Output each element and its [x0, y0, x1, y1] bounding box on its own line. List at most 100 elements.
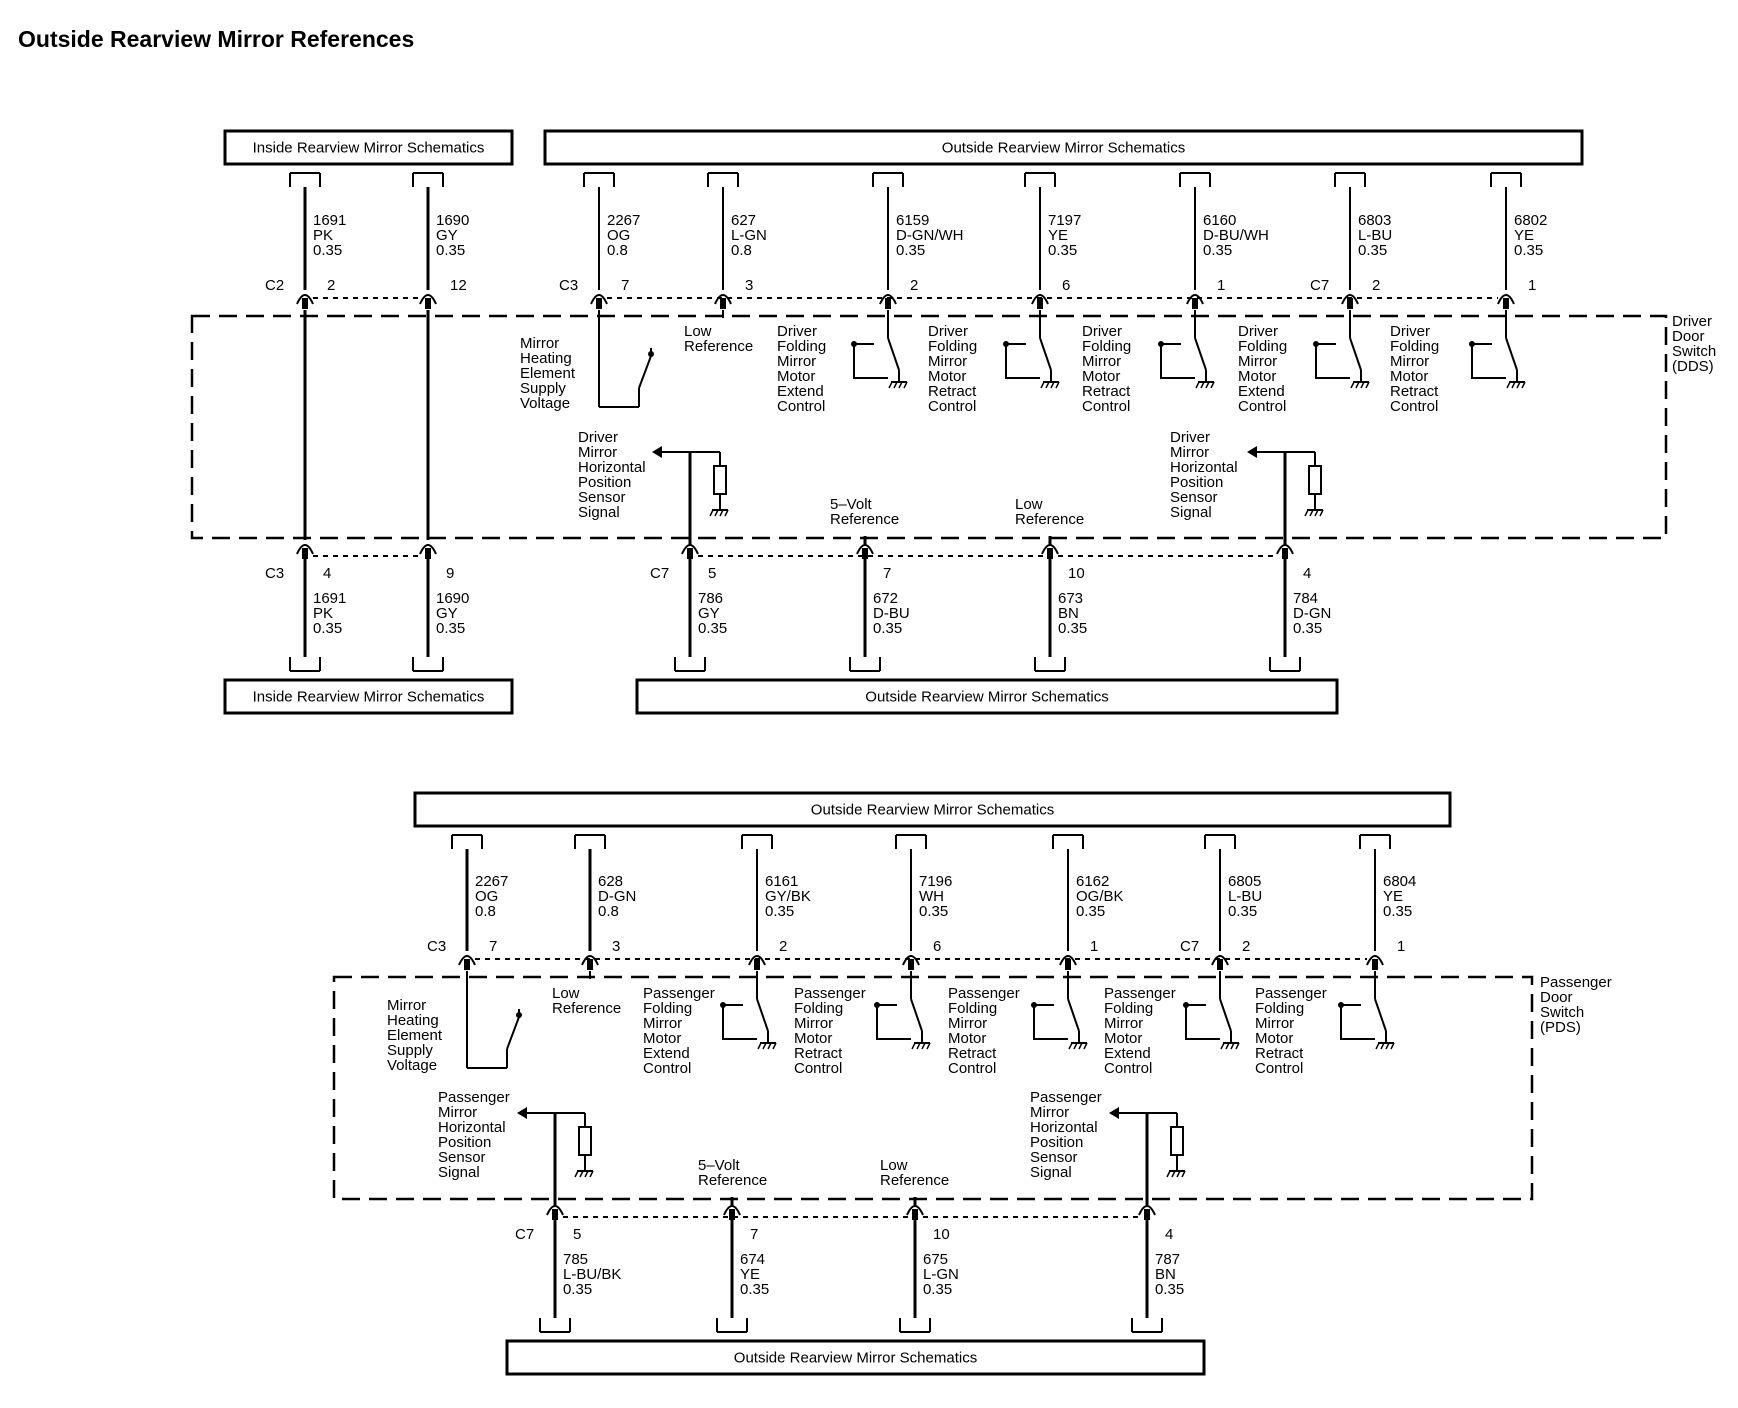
- pds-sensor-right-label-line-1: Mirror: [1030, 1104, 1069, 1121]
- dds-fold-switch-2-ground-h3: [1205, 381, 1210, 389]
- dds-top-wire-label-2-circuit: 2267: [607, 212, 640, 229]
- pds-sensor-left-resistor: [578, 1126, 592, 1156]
- dds-fold-switch-1-ground-h2: [1045, 381, 1050, 389]
- pds-sensor-right-arrow: [1109, 1107, 1119, 1119]
- dds-fold-switch-2-label-line-4: Retract: [1082, 383, 1131, 400]
- dds-top-wire-label-3-color: L-GN: [731, 227, 767, 244]
- pds-fold-switch-4-label-line-0: Passenger: [1255, 985, 1327, 1002]
- dds-bot-connector-1-pin: [425, 548, 431, 559]
- pds-top-wire-label-5-size: 0.35: [1228, 903, 1257, 920]
- pds-bot-wire-label-2-circuit: 675: [923, 1251, 948, 1268]
- pds-top-wire-label-2-color: GY/BK: [765, 888, 811, 905]
- dds-top-wire-label-4-color: D-GN/WH: [896, 227, 964, 244]
- pds-fold-switch-3-label-line-0: Passenger: [1104, 985, 1176, 1002]
- dds-bot-wire-label-0-circuit: 1691: [313, 590, 346, 607]
- dds-sensor-right-ground-h3: [1314, 509, 1319, 517]
- pds-fold-switch-2-label-line-1: Folding: [948, 1000, 997, 1017]
- pds-sensor-left-ground-h3: [584, 1170, 589, 1178]
- pds-top-connector-6-cap: [1366, 955, 1384, 966]
- pds-top-wire-label-2-circuit: 6161: [765, 873, 798, 890]
- pds-top-wire-label-4-size: 0.35: [1076, 903, 1105, 920]
- dds-low-ref-bot-line-1: Reference: [1015, 511, 1084, 528]
- dds-top-connector-4-pin: [885, 298, 891, 309]
- pds-top-conn-0: C3: [427, 938, 446, 955]
- dds-top-wire-label-8-circuit: 6802: [1514, 212, 1547, 229]
- pds-top-wire-label-3-color: WH: [919, 888, 944, 905]
- dds-mirror-heater-blade: [638, 355, 652, 389]
- dds-fold-switch-4-link: [1471, 344, 1506, 379]
- irm-schematics-top-box-label: Inside Rearview Mirror Schematics: [253, 140, 485, 157]
- pds-top-connector-5-cap: [1211, 955, 1229, 966]
- dds-sensor-left-label-line-5: Signal: [578, 504, 620, 521]
- pds-sensor-right-label-line-4: Sensor: [1030, 1149, 1078, 1166]
- pds-sensor-right-resistor: [1170, 1126, 1184, 1156]
- dds-fold-switch-0-ground-h4: [903, 381, 908, 389]
- pds-bot-wire-label-0-circuit: 785: [563, 1251, 588, 1268]
- pds-low-ref-top-line-0: Low: [552, 985, 580, 1002]
- pds-top-pin-4: 1: [1090, 938, 1098, 955]
- dds-fold-switch-2-ground-h2: [1200, 381, 1205, 389]
- dds-bot-connector-0-pin: [302, 548, 308, 559]
- pds-fold-switch-1-ground-h4: [926, 1042, 931, 1050]
- dds-top-wire-label-5-size: 0.35: [1048, 242, 1077, 259]
- page-title: Outside Rearview Mirror References: [18, 26, 415, 52]
- dds-fold-switch-2-blade: [1194, 337, 1207, 371]
- pds-mirror-heater-line-0: Mirror: [387, 997, 426, 1014]
- dds-bot-conn-2: C7: [650, 565, 669, 582]
- orm-schematics-top-box: [543, 129, 1584, 166]
- pds-fold-switch-4-ground-h3: [1385, 1042, 1390, 1050]
- dds-top-wire-label-1-color: GY: [436, 227, 458, 244]
- dds-sensor-left-label-line-1: Mirror: [578, 444, 617, 461]
- dds-sensor-left-ground-h4: [724, 509, 729, 517]
- pds-fold-switch-0-ground-h1: [757, 1042, 762, 1050]
- dds-fold-switch-3-label-line-5: Control: [1238, 398, 1286, 415]
- pds-5v-ref-line-0: 5–Volt: [698, 1157, 741, 1174]
- dds-sensor-right-ground-h4: [1319, 509, 1324, 517]
- pds-top-wire-label-1-circuit: 628: [598, 873, 623, 890]
- dds-fold-switch-4-ground-h1: [1506, 381, 1511, 389]
- dds-top-wire-label-4-size: 0.35: [896, 242, 925, 259]
- orm-schematics-bottom-box: [635, 678, 1339, 715]
- pds-fold-switch-4-label-line-1: Folding: [1255, 1000, 1304, 1017]
- pds-sensor-right-label-line-5: Signal: [1030, 1164, 1072, 1181]
- dds-top-wire-label-5-circuit: 7197: [1048, 212, 1081, 229]
- dds-top-wire-label-2-size: 0.8: [607, 242, 628, 259]
- dds-fold-switch-0-ground-h3: [898, 381, 903, 389]
- dds-fold-switch-4-label-line-4: Retract: [1390, 383, 1439, 400]
- pds-fold-switch-3-ground-h1: [1220, 1042, 1225, 1050]
- pds-fold-switch-4-ground-h2: [1380, 1042, 1385, 1050]
- dds-bot-connector-2-pin: [687, 548, 693, 559]
- pds-bot-wire-label-1-size: 0.35: [740, 1281, 769, 1298]
- dds-bot-pin-0: 4: [323, 565, 331, 582]
- dds-fold-switch-0-ground-h2: [893, 381, 898, 389]
- dds-fold-switch-2-ground-h1: [1195, 381, 1200, 389]
- pds-orm-top-box-label: Outside Rearview Mirror Schematics: [811, 802, 1054, 819]
- dds-top-conn-0: C2: [265, 277, 284, 294]
- dds-fold-switch-1-ground-h1: [1040, 381, 1045, 389]
- pds-label-line-0: Passenger: [1540, 974, 1612, 991]
- pds-fold-switch-1-label-line-3: Motor: [794, 1030, 832, 1047]
- irm-schematics-top-box: [223, 129, 514, 166]
- dds-bot-connector-1-cap: [419, 544, 437, 555]
- dds-5v-ref-line-0: 5–Volt: [830, 496, 873, 513]
- dds-top-connector-3-pin: [720, 298, 726, 309]
- dds-top-wire-label-2-color: OG: [607, 227, 630, 244]
- dds-bot-pin-3: 7: [883, 565, 891, 582]
- dds-top-wire-label-0-circuit: 1691: [313, 212, 346, 229]
- pds-orm-bottom-box-label: Outside Rearview Mirror Schematics: [734, 1350, 977, 1367]
- pds-bot-wire-label-1-color: YE: [740, 1266, 760, 1283]
- pds-low-ref-top-line-1: Reference: [552, 1000, 621, 1017]
- pds-low-ref-bot-line-1: Reference: [880, 1172, 949, 1189]
- pds-top-pin-5: 2: [1242, 938, 1250, 955]
- dds-top-wire-label-4-circuit: 6159: [896, 212, 929, 229]
- dds-bot-wire-label-0-color: PK: [313, 605, 333, 622]
- irm-schematics-bottom-box: [223, 678, 514, 715]
- dds-top-connector-2-cap: [590, 294, 608, 305]
- dds-mirror-heater-line-3: Supply: [520, 380, 566, 397]
- pds-bot-pin-0: 5: [573, 1226, 581, 1243]
- dds-top-wire-label-5-color: YE: [1048, 227, 1068, 244]
- pds-bot-wire-label-0-size: 0.35: [563, 1281, 592, 1298]
- dds-bot-wire-label-5-circuit: 784: [1293, 590, 1318, 607]
- dds-top-pin-1: 12: [450, 277, 467, 294]
- dds-fold-switch-3-ground-h4: [1365, 381, 1370, 389]
